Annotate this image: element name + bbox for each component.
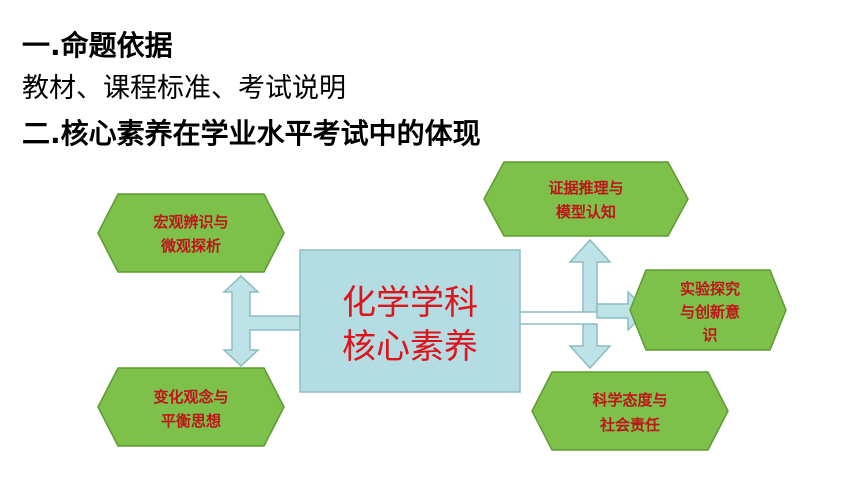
center-title-line-2: 核心素养: [342, 327, 478, 367]
hex-experiment-innovation: 实验探究 与创新意 识: [629, 269, 787, 351]
hex-label-line: 证据推理与: [548, 179, 623, 197]
hex-label-line: 识: [702, 326, 717, 344]
arrow-to-evidence: [520, 238, 612, 313]
section-heading-2: 二.核心素养在学业水平考试中的体现: [22, 117, 481, 150]
hex-label-line: 科学态度与: [592, 391, 667, 409]
left-double-arrow: [222, 274, 301, 368]
hex-change-balance: 变化观念与 平衡思想: [97, 367, 285, 447]
hex-label-line: 微观探析: [160, 237, 221, 255]
arrow-to-responsibility: [520, 323, 612, 370]
hex-attitude-responsibility: 科学态度与 社会责任: [531, 371, 729, 451]
basis-text: 教材、课程标准、考试说明: [22, 73, 346, 104]
hex-evidence-model: 证据推理与 模型认知: [483, 161, 689, 237]
connector-arrows: [222, 238, 650, 370]
hex-label-line: 平衡思想: [161, 412, 221, 430]
section-heading-1: 一.命题依据: [22, 29, 173, 62]
hex-label-line: 变化观念与: [153, 388, 228, 406]
center-title-line-1: 化学学科: [342, 283, 478, 323]
hex-label-line: 实验探究: [680, 280, 740, 298]
hex-label-line: 社会责任: [599, 416, 660, 434]
hex-macro-micro: 宏观辨识与 微观探析: [97, 193, 285, 273]
hex-label-line: 与创新意: [680, 303, 740, 321]
hex-label-line: 模型认知: [556, 203, 616, 221]
hex-label-line: 宏观辨识与: [153, 213, 228, 231]
center-box: 化学学科 核心素养: [299, 249, 521, 393]
